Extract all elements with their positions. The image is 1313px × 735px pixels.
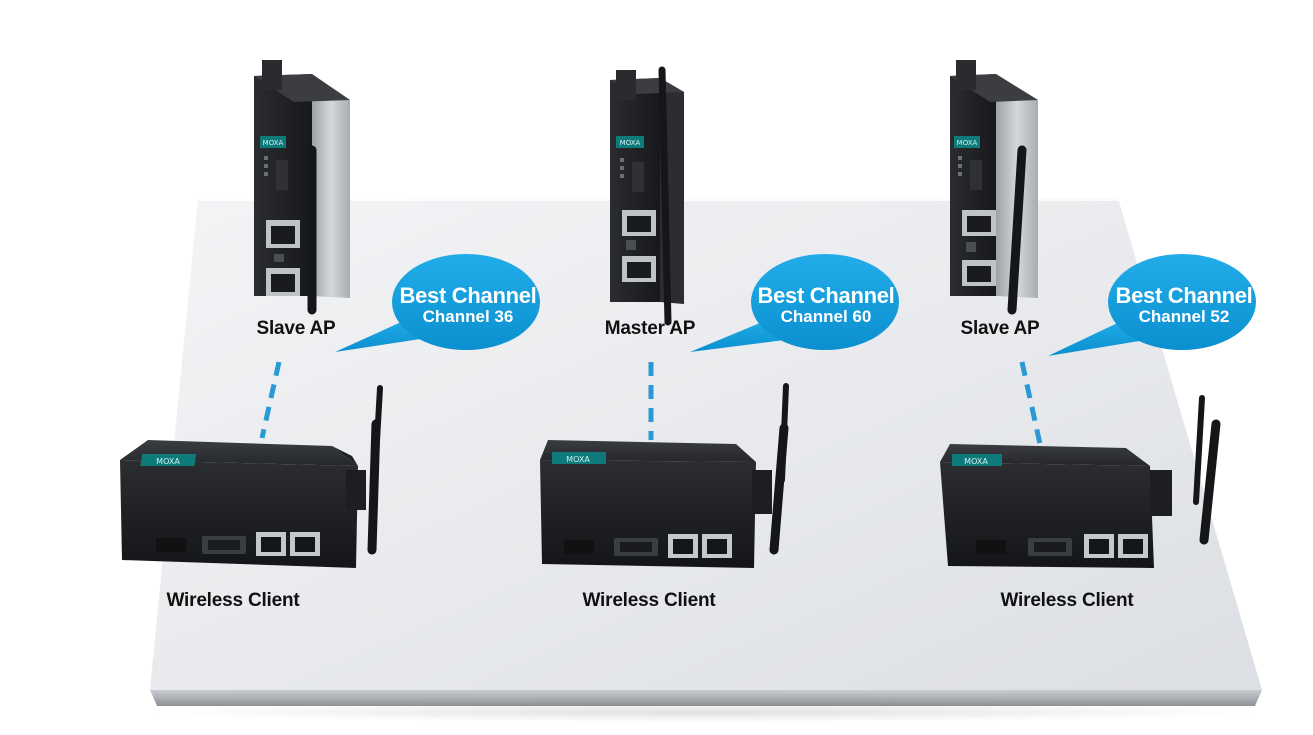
- bubble-text-3: Best Channel Channel 52: [1116, 284, 1253, 326]
- wireless-client-3: MOXA: [940, 395, 1221, 568]
- bubble-title-2: Best Channel: [757, 283, 895, 308]
- brand-logo: MOXA: [566, 455, 590, 464]
- brand-logo: MOXA: [156, 457, 180, 466]
- wireless-client-2: MOXA: [540, 383, 789, 568]
- client-label-3: Wireless Client: [1000, 590, 1134, 611]
- antenna: [367, 419, 381, 555]
- wireless-link-1: [259, 361, 282, 439]
- client-label-2: Wireless Client: [582, 590, 716, 611]
- bubble-channel-1: Channel 36: [422, 307, 514, 327]
- antenna: [1199, 419, 1221, 545]
- brand-logo: MOXA: [620, 139, 641, 147]
- bubble-text-1: Best Channel Channel 36: [400, 284, 537, 326]
- antenna: [1007, 145, 1027, 315]
- access-point-3: MOXA: [950, 60, 1038, 315]
- channel-bubble-3: [1048, 254, 1256, 356]
- wireless-links: [259, 361, 1043, 445]
- antenna: [769, 423, 789, 555]
- ap-label-2: Master AP: [604, 318, 696, 339]
- brand-logo: MOXA: [263, 139, 284, 147]
- bubble-title-1: Best Channel: [399, 283, 537, 308]
- ap-label-1: Slave AP: [256, 318, 336, 339]
- bubble-channel-2: Channel 60: [780, 307, 872, 327]
- client-label-1: Wireless Client: [166, 590, 300, 611]
- antenna: [658, 66, 672, 326]
- bubble-channel-3: Channel 52: [1138, 307, 1230, 327]
- brand-logo: MOXA: [957, 139, 978, 147]
- antenna: [1193, 395, 1205, 505]
- brand-logo: MOXA: [964, 457, 988, 466]
- access-point-1: MOXA: [254, 60, 350, 315]
- channel-bubble-2: [690, 254, 899, 352]
- wireless-link-3: [1019, 361, 1043, 445]
- wireless-client-1: MOXA: [120, 385, 383, 568]
- ap-label-3: Slave AP: [960, 318, 1040, 339]
- bubble-title-3: Best Channel: [1115, 283, 1253, 308]
- channel-bubble-1: [335, 254, 540, 352]
- bubble-text-2: Best Channel Channel 60: [758, 284, 895, 326]
- access-point-2: MOXA: [610, 66, 684, 326]
